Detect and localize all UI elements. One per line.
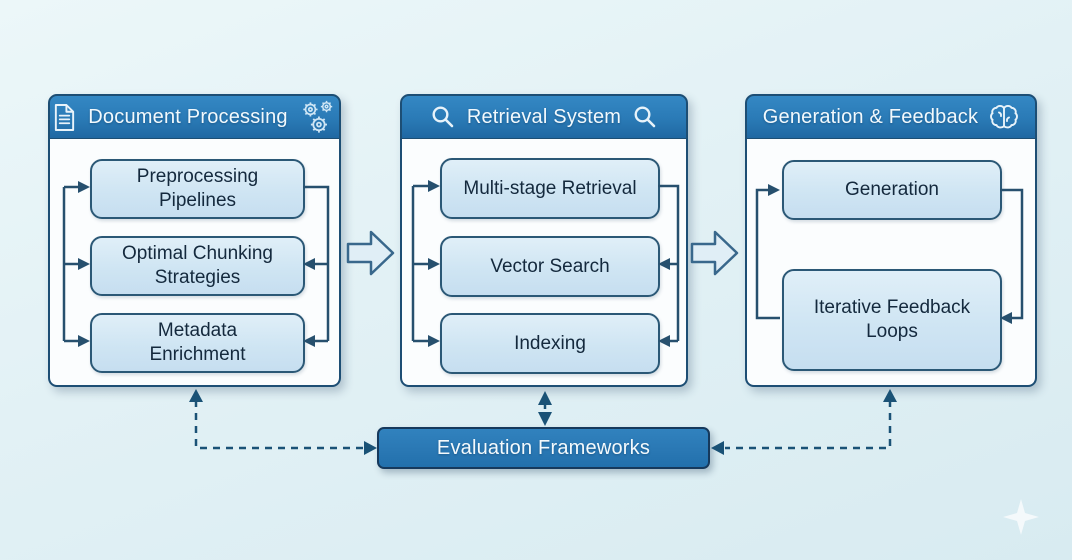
node-optimal-chunking-strategies: Optimal Chunking Strategies [90, 236, 305, 296]
node-multi-stage-retrieval: Multi-stage Retrieval [440, 158, 660, 219]
panel-generation-feedback: Generation & Feedback Generation Iterati… [745, 94, 1037, 387]
panel-header-generation-feedback: Generation & Feedback [746, 95, 1036, 139]
document-icon [52, 103, 77, 132]
node-preprocessing-pipelines: Preprocessing Pipelines [90, 159, 305, 219]
node-label: Multi-stage Retrieval [463, 177, 637, 199]
magnifier-icon [430, 104, 456, 130]
node-indexing: Indexing [440, 313, 660, 374]
node-label: Iterative Feedback Loops [813, 297, 971, 342]
node-label: Preprocessing Pipelines [136, 166, 259, 211]
gears-icon [299, 99, 337, 135]
brain-icon [989, 103, 1019, 131]
node-label: Vector Search [490, 255, 610, 277]
evaluation-label: Evaluation Frameworks [436, 436, 651, 459]
panel-document-processing: Document Processing [48, 94, 341, 387]
panel-title: Retrieval System [466, 105, 622, 128]
node-label: Indexing [514, 332, 586, 354]
sparkle-icon [1003, 499, 1039, 535]
flow-arrow-doc-to-retrieval [346, 230, 395, 276]
node-label: Generation [844, 179, 939, 201]
node-metadata-enrichment: Metadata Enrichment [90, 313, 305, 373]
node-iterative-feedback-loops: Iterative Feedback Loops [782, 269, 1002, 371]
magnifier-icon [632, 104, 658, 130]
node-vector-search: Vector Search [440, 236, 660, 297]
panel-header-retrieval-system: Retrieval System [401, 95, 687, 139]
node-generation: Generation [782, 160, 1002, 220]
panel-title: Document Processing [88, 105, 288, 128]
node-label: Metadata Enrichment [149, 320, 246, 365]
node-evaluation-frameworks: Evaluation Frameworks [377, 427, 710, 469]
flow-arrow-retrieval-to-generation [690, 230, 739, 276]
panel-retrieval-system: Retrieval System Multi-stage Retrieval V… [400, 94, 688, 387]
panel-title: Generation & Feedback [762, 105, 979, 128]
panel-header-document-processing: Document Processing [49, 95, 340, 139]
node-label: Optimal Chunking Strategies [121, 243, 274, 288]
